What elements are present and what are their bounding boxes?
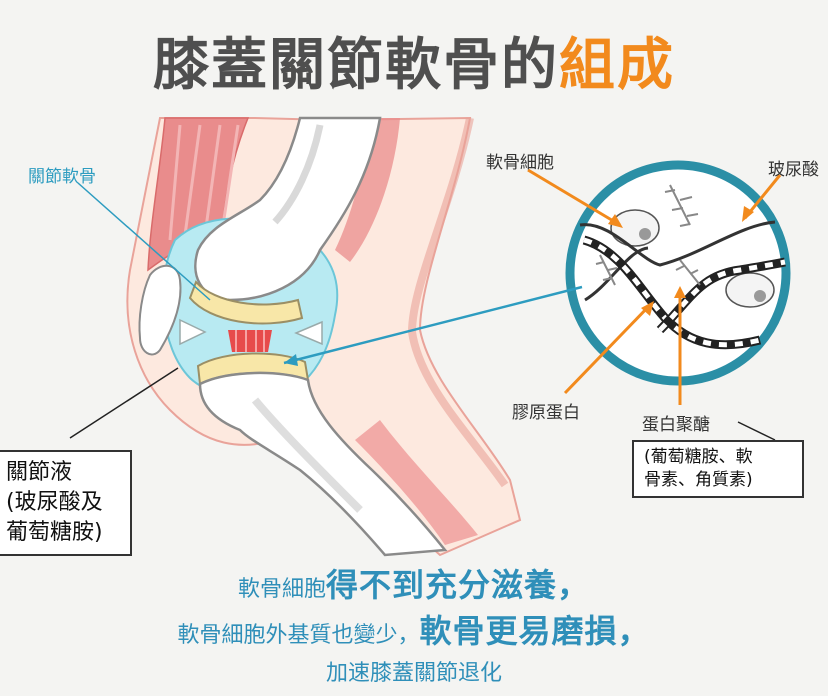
cruciate-ligaments (228, 330, 272, 352)
chondrocyte-nucleus-1 (639, 228, 651, 240)
caption-1-normal: 軟骨細胞 (238, 577, 326, 602)
label-proteoglycan: 蛋白聚醣 (642, 410, 710, 435)
synovial-line-3: 葡萄糖胺) (6, 518, 118, 548)
label-collagen: 膠原蛋白 (512, 398, 580, 423)
proteoglycan-box: (葡萄糖胺、軟 骨素、角質素) (632, 440, 804, 498)
synovial-line-1: 關節液 (6, 458, 118, 488)
chondrocyte-cell-2 (726, 273, 774, 307)
leader-synovial (70, 368, 178, 438)
caption-line-1: 軟骨細胞得不到充分滋養， (0, 560, 828, 606)
caption-2-bold: 軟骨更易磨損， (420, 612, 651, 650)
caption-2-normal: 軟骨細胞外基質也變少， (177, 623, 419, 648)
leader-proteoglycan-box (738, 422, 775, 440)
caption-1-bold: 得不到充分滋養， (326, 566, 590, 604)
label-chondrocyte: 軟骨細胞 (486, 148, 554, 173)
proteoglycan-line-2: 骨素、角質素) (644, 469, 792, 492)
caption-3: 加速膝蓋關節退化 (326, 661, 502, 686)
caption-line-2: 軟骨細胞外基質也變少，軟骨更易磨損， (0, 606, 828, 652)
proteoglycan-line-1: (葡萄糖胺、軟 (644, 446, 792, 469)
synovial-line-2: (玻尿酸及 (6, 488, 118, 518)
caption-line-3: 加速膝蓋關節退化 (0, 655, 828, 687)
chondrocyte-cell-1 (611, 210, 659, 246)
label-articular-cartilage: 關節軟骨 (28, 162, 96, 187)
synovial-fluid-box: 關節液 (玻尿酸及 葡萄糖胺) (0, 450, 132, 556)
chondrocyte-nucleus-2 (754, 290, 766, 302)
label-hyaluronic-acid: 玻尿酸 (768, 155, 819, 180)
